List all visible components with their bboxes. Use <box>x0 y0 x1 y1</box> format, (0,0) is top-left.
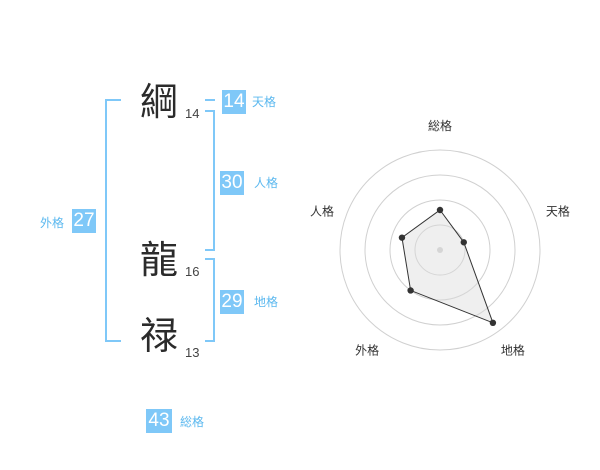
radar-point-3 <box>489 319 497 327</box>
radar-center <box>437 247 443 253</box>
name-char-2: 龍 <box>140 238 179 282</box>
radar-point-2 <box>460 239 467 246</box>
radar-axis-label: 人格 <box>310 204 334 219</box>
gaikaku-label: 外格 <box>40 216 65 230</box>
radar-ring <box>339 149 541 351</box>
gaikaku-value: 27 <box>72 209 96 233</box>
gaikaku-bracket <box>105 99 121 342</box>
tenkaku-value: 14 <box>222 90 246 114</box>
radar-ring <box>364 174 516 326</box>
radar-axis-label: 外格 <box>355 342 379 357</box>
name-char-3-strokes: 13 <box>185 345 200 360</box>
jinkaku-label: 人格 <box>254 176 279 190</box>
tenkaku-label: 天格 <box>252 95 277 109</box>
radar-axis-label: 天格 <box>546 204 570 219</box>
name-char-3: 禄 <box>140 314 179 358</box>
radar-point-5 <box>398 234 406 241</box>
radar-point-1 <box>436 206 444 214</box>
chikaku-label: 地格 <box>254 295 279 309</box>
radar-axis-label: 地格 <box>501 342 525 357</box>
name-char-2-strokes: 16 <box>185 264 200 279</box>
tenkaku-bracket <box>205 99 215 103</box>
radar-ring <box>389 199 491 301</box>
jinkaku-value: 30 <box>220 171 244 195</box>
chikaku-bracket <box>205 258 215 342</box>
name-char-1: 綱 <box>140 80 179 124</box>
soukaku-label: 総格 <box>180 415 205 429</box>
radar-axis-label: 総格 <box>428 118 452 133</box>
radar-ring <box>414 224 466 276</box>
chikaku-value: 29 <box>220 290 244 314</box>
radar-area <box>401 209 494 324</box>
name-char-1-strokes: 14 <box>185 106 200 121</box>
jinkaku-bracket <box>205 110 215 251</box>
soukaku-value: 43 <box>146 409 172 433</box>
radar-point-4 <box>407 287 414 294</box>
